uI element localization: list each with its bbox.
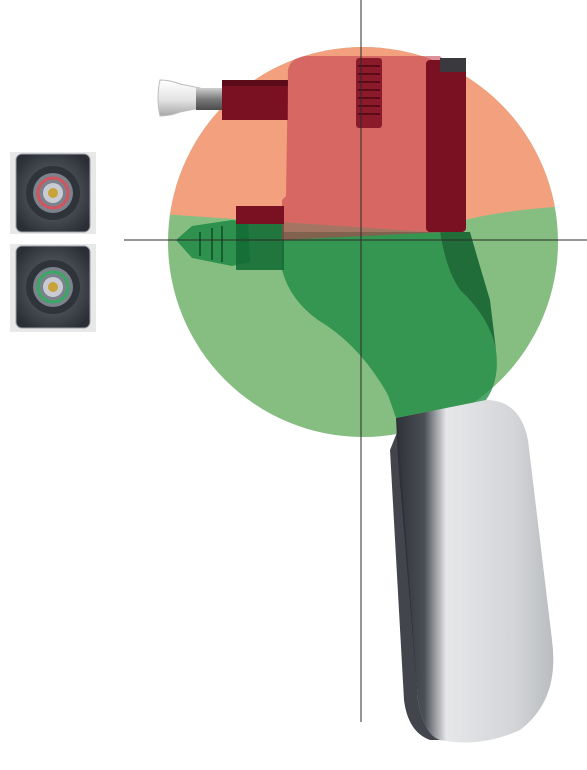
green-ring-icon xyxy=(36,270,70,304)
thumbnail-port-green xyxy=(10,244,96,332)
head-lower-block xyxy=(236,206,284,224)
red-ring-icon xyxy=(36,176,70,210)
device-neck-green xyxy=(282,232,497,418)
neck-shadow xyxy=(440,232,496,350)
plunger-knob xyxy=(157,79,288,120)
plunger-shaft xyxy=(196,88,224,110)
handle-shadow-edge xyxy=(390,430,440,740)
grip-handle xyxy=(390,400,554,743)
thumbnail-port-red xyxy=(10,152,96,234)
device-head xyxy=(236,56,466,240)
crosshair xyxy=(124,0,587,722)
head-right-panel xyxy=(426,60,466,232)
adjustment-wheel xyxy=(356,58,382,128)
plunger-housing xyxy=(222,80,288,120)
